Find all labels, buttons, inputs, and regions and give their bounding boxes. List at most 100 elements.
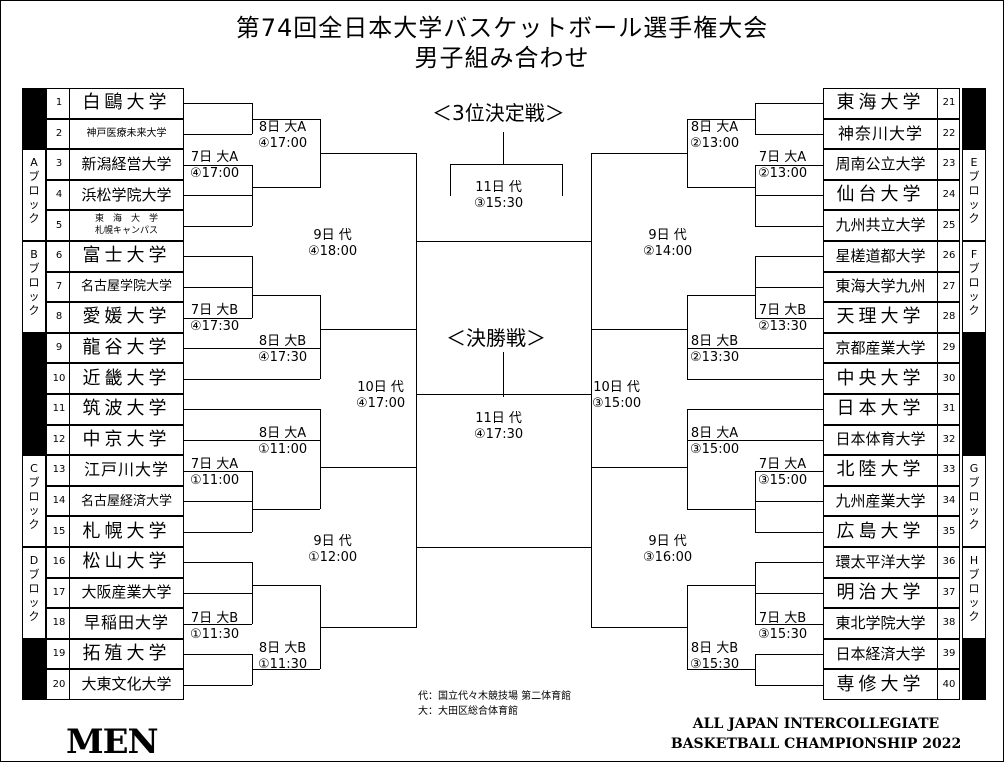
seed-marker [962,638,986,700]
seed-marker [22,88,46,150]
team-name: 星槎道都大学 [835,246,926,265]
bracket-line [184,195,252,196]
bracket-line [184,226,252,227]
bracket-line [755,103,823,104]
team-name: 東海大学九州 [835,277,926,296]
seed-number: 11 [52,403,66,415]
match-day-venue: 8日 大B [690,641,739,656]
team-name: 中央大学 [836,367,925,389]
bracket-line [591,467,592,628]
team-name: 名古屋経済大学 [80,493,172,509]
seed-marker [22,332,46,456]
match-time: ④17:30 [190,319,240,334]
seed-number-cell: 24 [936,179,960,211]
team-row: 日本大学 [823,394,938,425]
team-row: 九州産業大学 [823,485,938,517]
team-row: 日本経済大学 [823,638,938,670]
bracket-line [184,440,320,441]
seed-number-cell: 23 [936,149,960,180]
seed-number: 4 [55,189,63,201]
team-row: 新潟経営大学 [69,149,184,180]
team-name: 大東文化大学 [81,675,172,694]
bracket-line [687,509,755,510]
team-row: 早稲田大学 [69,608,184,639]
seed-number-cell: 19 [46,638,70,670]
match-day-venue: 9日 代 [313,534,352,549]
match-time: ①11:00 [258,442,308,457]
team-row: 東北学院大学 [823,608,938,639]
seed-number-cell: 12 [46,424,70,456]
team-name: 広島大学 [836,520,925,542]
bracket-line [184,532,252,533]
team-row: 東海大学 [823,88,938,119]
team-row: 神戸医療未来大学 [69,118,184,150]
seed-number-cell: 6 [46,241,70,272]
seed-number: 19 [52,648,66,660]
seed-number: 38 [942,617,956,629]
bracket-line [503,241,591,242]
match-time: ②13:30 [758,319,808,334]
page-subtitle: 男子組み合わせ [414,44,590,72]
match-day-venue: 9日 代 [648,228,687,243]
team-name: 京都産業大学 [835,338,926,357]
team-row: 中京大学 [69,424,184,456]
seed-number-cell: 33 [936,455,960,486]
seed-number: 24 [942,189,956,201]
seed-number: 35 [942,525,956,537]
team-row: 名古屋学院大学 [69,271,184,303]
team-name: 専修大学 [836,673,925,695]
bracket-line [252,295,320,296]
seed-number-cell: 14 [46,485,70,517]
seed-number: 3 [55,158,63,170]
match-day-venue: 7日 大A [190,457,239,472]
seed-number: 7 [55,280,63,292]
seed-number: 13 [52,464,66,476]
bracket-line [503,132,504,164]
bracket-line [184,256,252,257]
seed-number-cell: 34 [936,485,960,517]
match-time: ④18:00 [308,244,358,259]
match-day-venue: 8日 大B [258,334,307,349]
bracket-line [450,164,562,165]
bracket-line [755,134,823,135]
seed-number-cell: 22 [936,118,960,150]
bracket-line [252,669,320,670]
seed-number: 20 [52,678,66,690]
bracket-line [184,654,252,655]
team-name: 神奈川大学 [837,123,923,143]
team-row: 大阪産業大学 [69,577,184,609]
team-name: 九州産業大学 [835,491,926,510]
team-name: 北陸大学 [836,459,925,481]
page-title: 第74回全日本大学バスケットボール選手権大会 [235,14,769,42]
team-name: 名古屋学院大学 [80,279,172,295]
final-heading: ＜決勝戦＞ [446,326,546,350]
match-time: ①11:00 [190,473,240,488]
match-time: ②13:00 [690,136,740,151]
match-time: ①11:30 [258,657,308,672]
bracket-line [755,532,823,533]
match-time: ④17:00 [190,166,240,181]
team-name: 松山大学 [82,551,171,573]
seed-number-cell: 26 [936,241,960,272]
seed-marker [962,88,986,150]
team-row: 環太平洋大学 [823,547,938,578]
match-day-venue: 8日 大A [690,120,739,135]
team-row: 浜松学院大学 [69,179,184,211]
team-row: 専修大学 [823,669,938,700]
bracket-line [687,119,755,120]
team-name-line1: 東 海 大 学 [94,214,158,225]
